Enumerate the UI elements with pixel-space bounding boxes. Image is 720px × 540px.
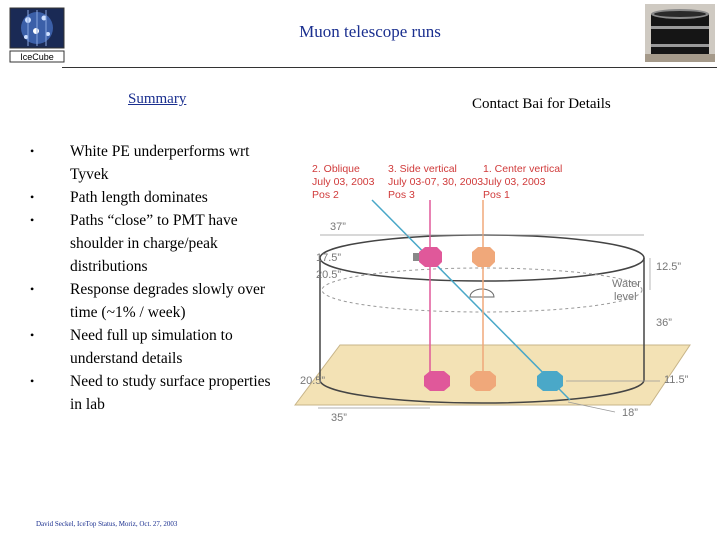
tank-photo: [645, 4, 715, 62]
run-label: July 03, 2003: [312, 176, 375, 188]
run-label: 1. Center vertical: [483, 163, 562, 175]
bullet-icon: •: [30, 282, 35, 296]
dimension-label: level: [614, 291, 637, 303]
run-label: Pos 3: [388, 189, 415, 201]
tank-geometry-diagram: 2. Oblique July 03, 2003 Pos 2 3. Side v…: [294, 163, 691, 424]
paddle-side-top: [419, 247, 442, 267]
run-label: 3. Side vertical: [388, 163, 457, 175]
page-title: Muon telescope runs: [299, 22, 441, 41]
summary-list: •White PE underperforms wrt Tyvek •Path …: [30, 140, 285, 416]
run-label: Pos 2: [312, 189, 339, 201]
dimension-label: 36”: [656, 317, 672, 329]
list-item: •Need to study surface properties in lab: [30, 370, 285, 416]
summary-heading: Summary: [128, 91, 187, 107]
run-label: July 03-07, 30, 2003: [388, 176, 483, 188]
paddle-center-bottom: [470, 371, 496, 391]
list-item: •Need full up simulation to understand d…: [30, 324, 285, 370]
list-item: •Response degrades slowly over time (~1%…: [30, 278, 285, 324]
dimension-label: 18”: [622, 407, 638, 419]
oblique-track: [371, 199, 571, 401]
dimension-label: 11.5”: [664, 374, 689, 386]
tank-bottom: [319, 379, 645, 404]
dimension-label: 35”: [331, 412, 347, 424]
run-label: Pos 1: [483, 189, 510, 201]
dimension-label: 12.5”: [656, 261, 681, 273]
list-item: •White PE underperforms wrt Tyvek: [30, 140, 285, 186]
bullet-icon: •: [30, 144, 35, 158]
dimension-label: Water: [612, 278, 641, 290]
contact-note: Contact Bai for Details: [472, 96, 611, 112]
footer-credit: David Seckel, IceTop Status, Moriz, Oct.…: [36, 520, 178, 528]
paddle-mount: [413, 253, 419, 261]
bullet-icon: •: [30, 374, 35, 388]
list-item: •Path length dominates: [30, 186, 285, 209]
dimension-label: 20.5”: [316, 269, 341, 281]
logo-text: IceCube: [20, 52, 54, 62]
bullet-icon: •: [30, 213, 35, 227]
run-label: 2. Oblique: [312, 163, 360, 175]
dimension-line: [567, 401, 616, 413]
dimension-label: 20.5”: [300, 375, 325, 387]
dimension-label: 17.5”: [316, 252, 341, 264]
title-divider: [62, 67, 717, 68]
dimension-label: 37”: [330, 221, 346, 233]
bullet-icon: •: [30, 190, 35, 204]
paddle-oblique-bottom: [537, 371, 563, 391]
list-item: •Paths “close” to PMT have shoulder in c…: [30, 209, 285, 278]
bullet-icon: •: [30, 328, 35, 342]
paddle-center-top: [472, 247, 495, 267]
run-label: July 03, 2003: [483, 176, 546, 188]
pmt-icon: [469, 288, 495, 298]
icecube-logo: IceCube: [6, 6, 68, 64]
paddle-side-bottom: [424, 371, 450, 391]
